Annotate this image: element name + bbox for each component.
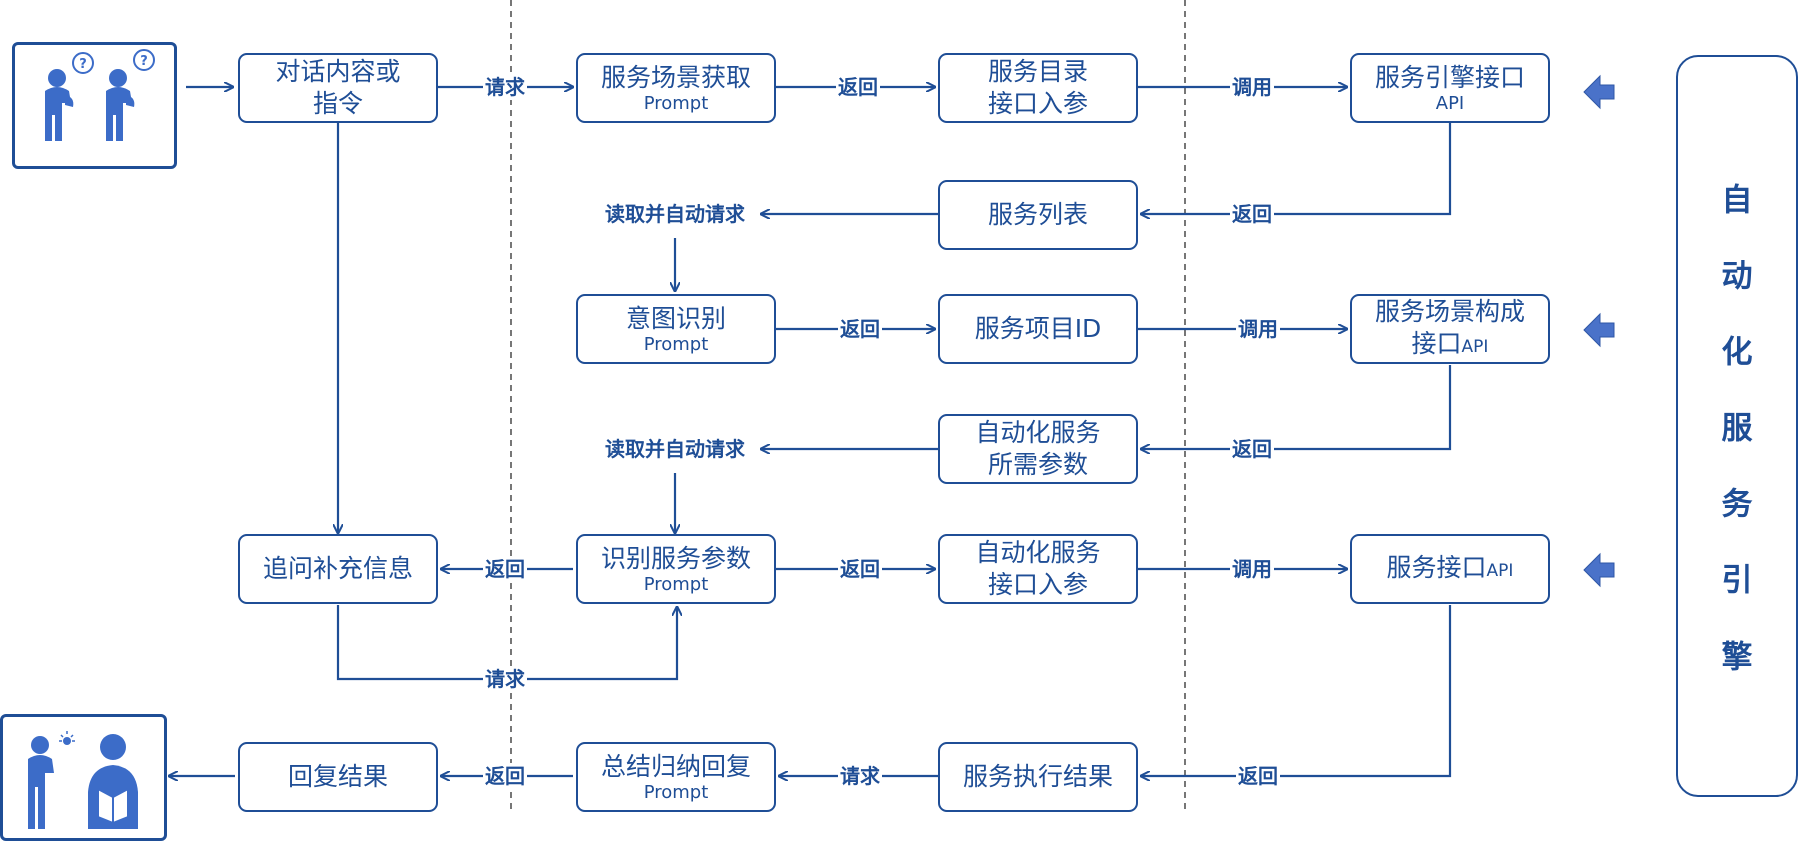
- node-scene-prompt: 服务场景获取 Prompt: [576, 53, 776, 123]
- edge-label-return-5: 返回: [483, 556, 527, 582]
- engine-char-7: 擎: [1721, 639, 1753, 676]
- node-auto-interface-params: 自动化服务 接口入参: [938, 534, 1138, 604]
- engine-arrow-3: [1583, 552, 1615, 588]
- automation-engine-panel: 自 动 化 服 务 引 擎: [1676, 55, 1798, 797]
- node-scene-compose-api-line1: 服务场景构成: [1374, 296, 1525, 326]
- users-answered: [0, 714, 167, 841]
- node-catalog-params: 服务目录 接口入参: [938, 53, 1138, 123]
- edge-label-request-3: 请求: [838, 763, 882, 789]
- node-auto-interface-params-title: 自动化服务 接口入参: [975, 538, 1101, 599]
- engine-char-1: 自: [1721, 182, 1753, 219]
- node-reply-result: 回复结果: [238, 742, 438, 812]
- edge-serviceapi-to-exec: [1141, 605, 1452, 776]
- node-scene-compose-api-line2: 接口API: [1412, 328, 1489, 363]
- node-param-prompt-title: 识别服务参数: [600, 544, 751, 573]
- node-summary-prompt: 总结归纳回复 Prompt: [576, 742, 776, 812]
- edge-label-return-1: 返回: [836, 74, 880, 100]
- node-intent-prompt: 意图识别 Prompt: [576, 294, 776, 364]
- users-asking: ? ?: [12, 42, 177, 169]
- engine-arrow-2: [1583, 312, 1615, 348]
- node-service-list-title: 服务列表: [987, 200, 1088, 229]
- edge-label-return-7: 返回: [1236, 763, 1280, 789]
- edge-label-return-6: 返回: [838, 556, 882, 582]
- engine-arrow-1: [1583, 74, 1615, 110]
- svg-text:?: ?: [79, 57, 87, 72]
- two-people-with-question-bubbles-icon: ? ?: [45, 49, 155, 141]
- node-dialog-input-title: 对话内容或 指令: [275, 57, 401, 118]
- node-ask-more-title: 追问补充信息: [262, 554, 413, 583]
- edge-label-call-3: 调用: [1230, 556, 1274, 582]
- node-service-api-title-row: 服务接口API: [1387, 552, 1514, 587]
- edge-label-call-1: 调用: [1230, 74, 1274, 100]
- edge-label-return-8: 返回: [483, 763, 527, 789]
- node-auto-service-params: 自动化服务 所需参数: [938, 414, 1138, 484]
- edge-label-request-2: 请求: [483, 666, 527, 692]
- node-service-api-suffix: API: [1486, 560, 1514, 581]
- edge-label-request-1: 请求: [483, 74, 527, 100]
- node-scene-compose-api: 服务场景构成 接口API: [1350, 294, 1550, 364]
- node-auto-service-params-title: 自动化服务 所需参数: [975, 418, 1101, 479]
- node-reply-result-title: 回复结果: [287, 762, 388, 791]
- node-scene-prompt-title: 服务场景获取: [600, 63, 751, 92]
- node-summary-prompt-sub: Prompt: [643, 782, 709, 803]
- engine-char-6: 引: [1721, 562, 1753, 599]
- node-service-list: 服务列表: [938, 180, 1138, 250]
- node-ask-more: 追问补充信息: [238, 534, 438, 604]
- node-param-prompt: 识别服务参数 Prompt: [576, 534, 776, 604]
- node-service-item-id: 服务项目ID: [938, 294, 1138, 364]
- node-catalog-params-title: 服务目录 接口入参: [987, 57, 1088, 118]
- node-scene-compose-api-suffix: API: [1461, 336, 1489, 357]
- node-summary-prompt-title: 总结归纳回复: [600, 752, 751, 781]
- edge-label-return-4: 返回: [1230, 436, 1274, 462]
- node-scene-compose-api-line2-text: 接口: [1411, 328, 1462, 358]
- node-scene-prompt-sub: Prompt: [643, 93, 709, 114]
- node-service-item-id-title: 服务项目ID: [974, 314, 1102, 343]
- node-engine-api-sub: API: [1435, 93, 1465, 114]
- engine-char-4: 服: [1721, 410, 1753, 447]
- engine-char-3: 化: [1721, 334, 1753, 371]
- edge-label-return-3: 返回: [838, 316, 882, 342]
- edge-label-read-auto-2: 读取并自动请求: [603, 436, 747, 462]
- node-service-api-title: 服务接口: [1386, 552, 1487, 582]
- node-engine-api-title: 服务引擎接口: [1374, 63, 1525, 92]
- edge-label-call-2: 调用: [1236, 316, 1280, 342]
- node-exec-result: 服务执行结果: [938, 742, 1138, 812]
- engine-char-5: 务: [1721, 486, 1753, 523]
- node-intent-prompt-title: 意图识别: [625, 304, 726, 333]
- edge-label-read-auto-1: 读取并自动请求: [603, 201, 747, 227]
- edge-compose-to-params: [1141, 365, 1452, 449]
- node-service-api: 服务接口API: [1350, 534, 1550, 604]
- node-intent-prompt-sub: Prompt: [643, 334, 709, 355]
- edge-label-return-2: 返回: [1230, 201, 1274, 227]
- svg-text:?: ?: [140, 54, 148, 69]
- node-exec-result-title: 服务执行结果: [962, 762, 1113, 791]
- edge-engine-to-list: [1141, 123, 1452, 214]
- engine-char-2: 动: [1721, 258, 1753, 295]
- person-with-lightbulb-and-reader-icon: [28, 731, 138, 829]
- node-param-prompt-sub: Prompt: [643, 574, 709, 595]
- node-dialog-input: 对话内容或 指令: [238, 53, 438, 123]
- node-engine-api: 服务引擎接口 API: [1350, 53, 1550, 123]
